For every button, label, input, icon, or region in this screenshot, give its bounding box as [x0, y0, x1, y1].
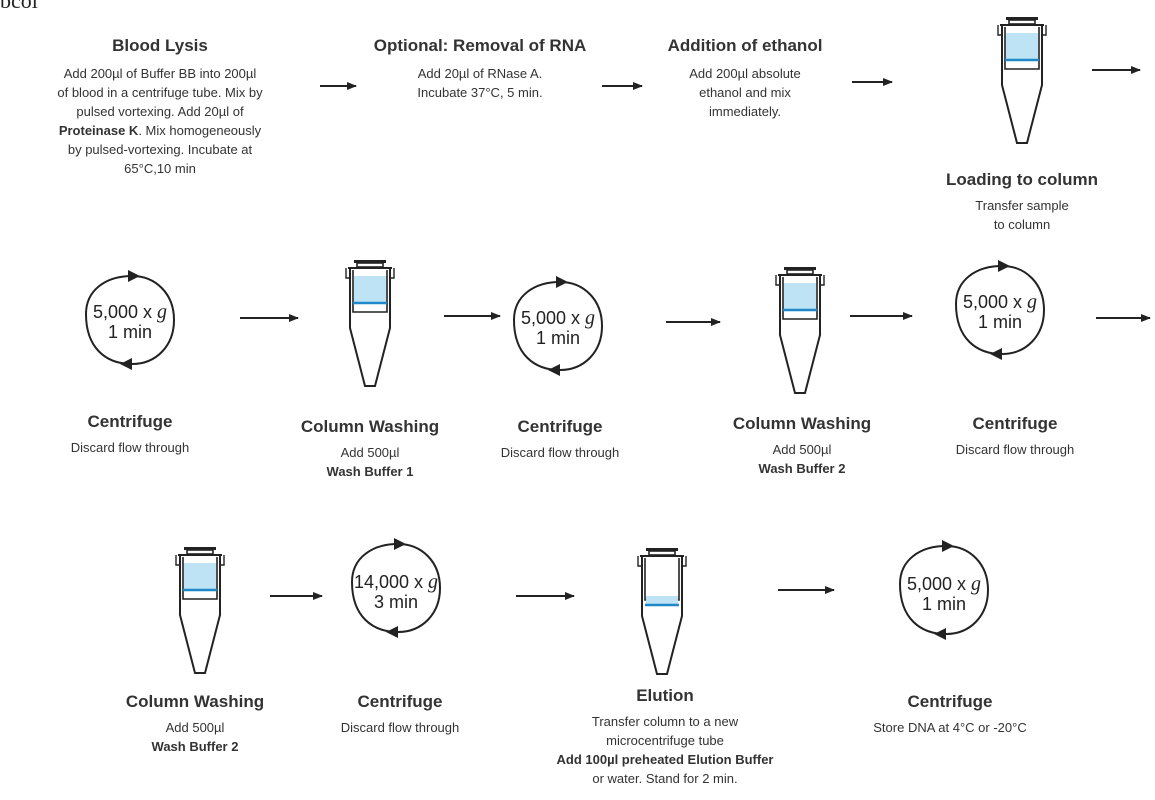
step-title: Blood Lysis	[112, 36, 208, 55]
step-desc-line: Add 100µl preheated	[556, 752, 688, 767]
step-title: Optional: Removal of RNA	[373, 36, 587, 55]
spin-label: 5,000 x g 1 min	[950, 292, 1050, 332]
step-desc-line: . Mix homogeneously	[138, 123, 262, 138]
step-desc-line: Discard flow through	[500, 445, 620, 460]
spin-unit: g	[157, 301, 168, 323]
step-desc-line: Add 200µl of Buffer BB into 200µl	[63, 66, 257, 81]
step-elution: Elution Transfer column to a new microce…	[520, 686, 810, 788]
step-desc-line: immediately.	[708, 104, 781, 119]
step-washing-3: Column Washing Add 500µl Wash Buffer 2	[105, 692, 285, 756]
reagent-name: Wash Buffer 2	[151, 739, 239, 754]
spin-label: 5,000 x g 1 min	[894, 574, 994, 614]
step-desc-line: by pulsed-vortexing. Incubate at	[67, 142, 253, 157]
spin-label: 5,000 x g 1 min	[80, 302, 180, 342]
reagent-name: Proteinase K	[58, 123, 139, 138]
spin-time: 1 min	[977, 312, 1022, 332]
step-desc-line: ethanol and mix	[699, 85, 791, 100]
reagent-name: Elution Buffer	[687, 752, 774, 767]
spin-time: 1 min	[107, 322, 152, 342]
step-title: Addition of ethanol	[667, 36, 823, 55]
step-desc-line: Add 200µl absolute	[689, 66, 801, 81]
microcentrifuge-tube-icon	[636, 546, 688, 676]
step-desc-line: to column	[993, 217, 1051, 232]
step-desc-line: Discard flow through	[70, 440, 190, 455]
step-desc-line: Add 500µl	[165, 720, 225, 735]
reagent-name: Wash Buffer 2	[758, 461, 846, 476]
step-desc-line: Add 500µl	[772, 442, 832, 457]
spin-speed: 5,000 x	[906, 574, 967, 594]
reagent-name: Wash Buffer 1	[326, 464, 414, 479]
spin-unit: g	[971, 573, 982, 595]
step-desc-line: Transfer sample	[975, 198, 1069, 213]
step-desc-line: microcentrifuge tube	[606, 733, 724, 748]
spin-speed: 5,000 x	[92, 302, 153, 322]
step-desc-line: Discard flow through	[955, 442, 1075, 457]
spin-label: 5,000 x g 1 min	[508, 308, 608, 348]
spin-unit: g	[1027, 291, 1038, 313]
step-blood-lysis: Blood Lysis Add 200µl of Buffer BB into …	[0, 36, 320, 178]
step-loading: Loading to column Transfer sample to col…	[922, 170, 1122, 234]
spin-time: 1 min	[535, 328, 580, 348]
step-title: Centrifuge	[87, 412, 173, 431]
spin-speed: 5,000 x	[962, 292, 1023, 312]
step-desc-line: Incubate 37°C, 5 min.	[417, 85, 543, 100]
microcentrifuge-tube-icon	[996, 15, 1048, 145]
step-title: Centrifuge	[357, 692, 443, 711]
step-washing-2: Column Washing Add 500µl Wash Buffer 2	[712, 414, 892, 478]
spin-speed: 5,000 x	[520, 308, 581, 328]
step-desc-line: Transfer column to a new	[591, 714, 739, 729]
step-title: Loading to column	[945, 170, 1099, 189]
step-desc-line: or water. Stand for 2 min.	[592, 771, 738, 786]
step-washing-1: Column Washing Add 500µl Wash Buffer 1	[280, 417, 460, 481]
step-desc-line-elution: Add 100µl preheated Elution Buffer	[520, 750, 810, 769]
spin-time: 1 min	[921, 594, 966, 614]
spin-unit: g	[585, 307, 596, 329]
spin-unit: g	[428, 571, 439, 593]
step-desc-line: pulsed vortexing. Add 20µl of	[76, 104, 244, 119]
step-desc-line: Discard flow through	[340, 720, 460, 735]
step-desc-line: Add 20µl of RNase A.	[417, 66, 543, 81]
header-fragment: bcol	[0, 0, 38, 13]
microcentrifuge-tube-icon	[344, 258, 396, 388]
step-desc-line: Store DNA at 4°C or -20°C	[873, 720, 1027, 735]
step-title: Centrifuge	[972, 414, 1058, 433]
spin-speed: 14,000 x	[353, 572, 424, 592]
microcentrifuge-tube-icon	[774, 265, 826, 395]
step-centrifuge-1: Centrifuge Discard flow through	[50, 412, 210, 457]
step-title: Centrifuge	[907, 692, 993, 711]
step-title: Centrifuge	[517, 417, 603, 436]
step-title: Column Washing	[300, 417, 440, 436]
step-desc-line: of blood in a centrifuge tube. Mix by	[57, 85, 263, 100]
step-desc-line: Add 500µl	[340, 445, 400, 460]
step-title: Column Washing	[125, 692, 265, 711]
step-desc-line-proteinase: Proteinase K. Mix homogeneously	[0, 121, 320, 140]
spin-label: 14,000 x g 3 min	[341, 572, 451, 612]
step-centrifuge-5: Centrifuge Store DNA at 4°C or -20°C	[840, 692, 1060, 737]
microcentrifuge-tube-icon	[174, 545, 226, 675]
step-centrifuge-2: Centrifuge Discard flow through	[470, 417, 650, 462]
step-title: Elution	[636, 686, 694, 705]
step-desc-line: 65°C,10 min	[124, 161, 196, 176]
step-rna-removal: Optional: Removal of RNA Add 20µl of RNa…	[340, 36, 620, 102]
step-centrifuge-3: Centrifuge Discard flow through	[920, 414, 1110, 459]
step-ethanol: Addition of ethanol Add 200µl absolute e…	[645, 36, 845, 121]
step-centrifuge-4: Centrifuge Discard flow through	[310, 692, 490, 737]
step-title: Column Washing	[732, 414, 872, 433]
spin-time: 3 min	[373, 592, 418, 612]
